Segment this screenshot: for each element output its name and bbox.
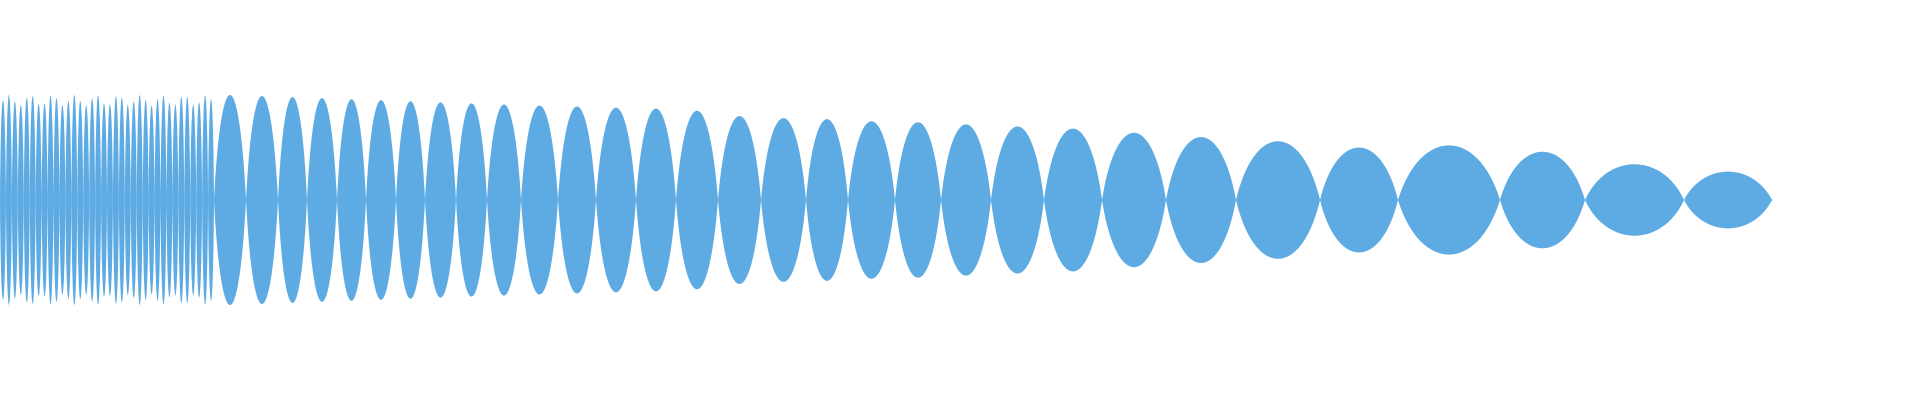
waveform-dense-cycle xyxy=(208,99,214,301)
waveform-lobe xyxy=(558,106,596,294)
waveform-dense-cycle xyxy=(130,101,137,299)
waveform-lobe xyxy=(396,101,425,299)
waveform-dense-cycle xyxy=(5,95,12,305)
waveform-lobe xyxy=(636,108,676,292)
waveform-dense-cycle xyxy=(142,100,149,300)
waveform-lobe xyxy=(337,99,366,301)
waveform-lobe xyxy=(596,107,636,293)
waveform-lobe xyxy=(278,97,307,303)
waveform-lobe xyxy=(246,96,278,304)
waveform-dense-cycle xyxy=(0,100,6,300)
waveform-lobe xyxy=(1398,145,1500,255)
waveform-dense-cycle xyxy=(178,96,185,304)
waveform-dense-cycle xyxy=(59,105,66,295)
waveform-lobe xyxy=(307,98,337,302)
waveform-lobe xyxy=(676,110,718,290)
waveform-lobe xyxy=(806,119,848,281)
waveform-lobe xyxy=(718,116,761,284)
waveform-dense-cycle xyxy=(35,103,42,297)
waveform-lobe xyxy=(1320,147,1398,253)
waveform-lobe xyxy=(941,124,991,276)
waveform-dense-cycle xyxy=(95,95,102,305)
waveform-dense-cycle xyxy=(101,103,107,297)
waveform-lobe xyxy=(366,100,396,300)
waveform-dense-cycle xyxy=(154,99,161,301)
waveform-lobe xyxy=(895,122,941,278)
waveform-dense-section xyxy=(0,95,214,305)
waveform-dense-cycle xyxy=(107,104,113,296)
waveform-dense-cycle xyxy=(41,103,48,297)
waveform-dense-cycle xyxy=(47,95,54,305)
waveform-lobe xyxy=(761,118,806,282)
waveform-lobe xyxy=(425,102,456,298)
waveform-dense-cycle xyxy=(202,95,209,305)
waveform-dense-cycle xyxy=(65,101,72,299)
waveform-dense-cycle xyxy=(136,95,143,305)
waveform-dense-cycle xyxy=(196,102,203,298)
waveform-lobe xyxy=(1500,151,1585,249)
waveform-lobe xyxy=(991,126,1044,274)
waveform-lobe xyxy=(1102,132,1166,268)
waveform-lobes xyxy=(214,95,1772,305)
waveform-dense-cycle xyxy=(112,96,119,304)
waveform-lobe xyxy=(1044,128,1102,272)
waveform-lobe xyxy=(521,105,558,295)
waveform-dense-cycle xyxy=(77,100,84,300)
waveform-dense-cycle xyxy=(11,101,18,299)
waveform-lobe xyxy=(848,121,895,279)
waveform-dense-cycle xyxy=(17,105,24,295)
waveform-dense-cycle xyxy=(23,97,30,303)
waveform-lobe xyxy=(214,95,246,305)
waveform-lobe xyxy=(1166,137,1236,263)
waveform-lobe xyxy=(1585,164,1684,236)
waveform-lobe xyxy=(1236,141,1320,259)
waveform-dense-cycle xyxy=(118,97,125,303)
waveform-dense-cycle xyxy=(124,105,131,295)
waveform-dense-cycle xyxy=(53,98,60,302)
waveform-dense-cycle xyxy=(89,98,96,302)
waveform-lobe xyxy=(456,103,487,297)
waveform-dense-cycle xyxy=(29,96,36,304)
waveform-dense-cycle xyxy=(83,105,90,295)
waveform-dense-cycle xyxy=(148,105,155,295)
waveform-lobe xyxy=(487,104,521,296)
waveform-dense-cycle xyxy=(71,95,78,305)
waveform-dense-cycle xyxy=(184,96,191,304)
waveform-dense-cycle xyxy=(172,104,179,296)
waveform-dense-cycle xyxy=(160,95,167,305)
waveform-dense-cycle xyxy=(190,104,197,296)
waveform-dense-cycle xyxy=(166,102,173,298)
